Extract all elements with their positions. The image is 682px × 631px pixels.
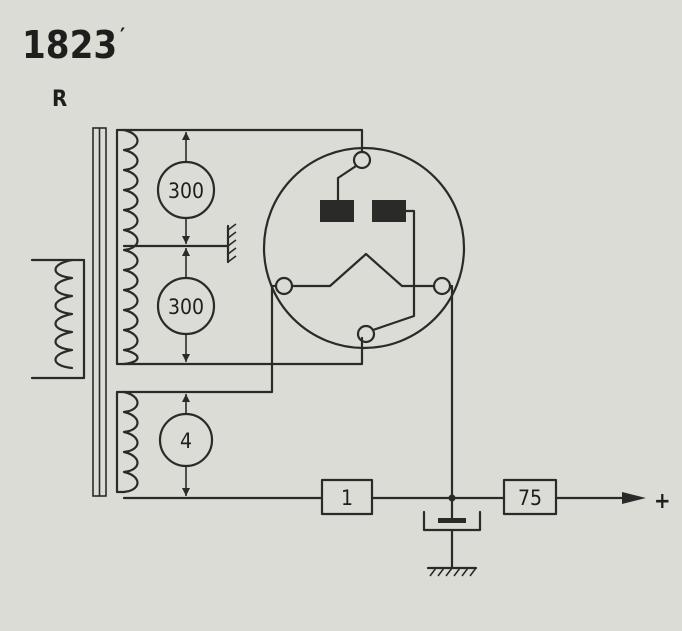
voltmeter-upper-label: 300 <box>168 179 204 203</box>
voltmeter-lower: 300 <box>156 248 216 362</box>
voltmeter-lower-label: 300 <box>168 295 204 319</box>
resistor-box: 1 <box>320 478 374 516</box>
ground-bottom-icon <box>426 566 478 577</box>
filament-winding <box>115 284 324 500</box>
tube-anode-left <box>320 200 354 222</box>
type-letter: R <box>52 87 67 112</box>
transformer-core <box>92 127 107 497</box>
tube-filament <box>290 252 436 288</box>
diagram-number: 1823 <box>22 23 117 67</box>
hv-secondary-winding <box>115 128 364 366</box>
output-circuit <box>370 284 646 504</box>
rectifier-tube <box>262 146 466 350</box>
tube-pin-top <box>352 150 372 170</box>
voltmeter-upper: 300 <box>156 132 216 244</box>
voltmeter-filament: 4 <box>158 394 214 496</box>
primary-winding <box>30 258 86 380</box>
output-box-label: 75 <box>518 486 542 510</box>
output-box: 75 <box>502 478 558 516</box>
resistor-box-label: 1 <box>341 486 353 510</box>
voltmeter-filament-label: 4 <box>180 429 192 453</box>
filter-capacitor <box>422 496 482 570</box>
tube-pin-bottom <box>356 324 376 344</box>
diagram-number-mark: ′ <box>120 25 125 50</box>
tube-pin-right <box>432 276 452 296</box>
plus-terminal: + <box>654 489 671 514</box>
tube-pin-left <box>274 276 294 296</box>
ground-icon <box>226 223 237 264</box>
tube-anode-right <box>372 200 406 222</box>
